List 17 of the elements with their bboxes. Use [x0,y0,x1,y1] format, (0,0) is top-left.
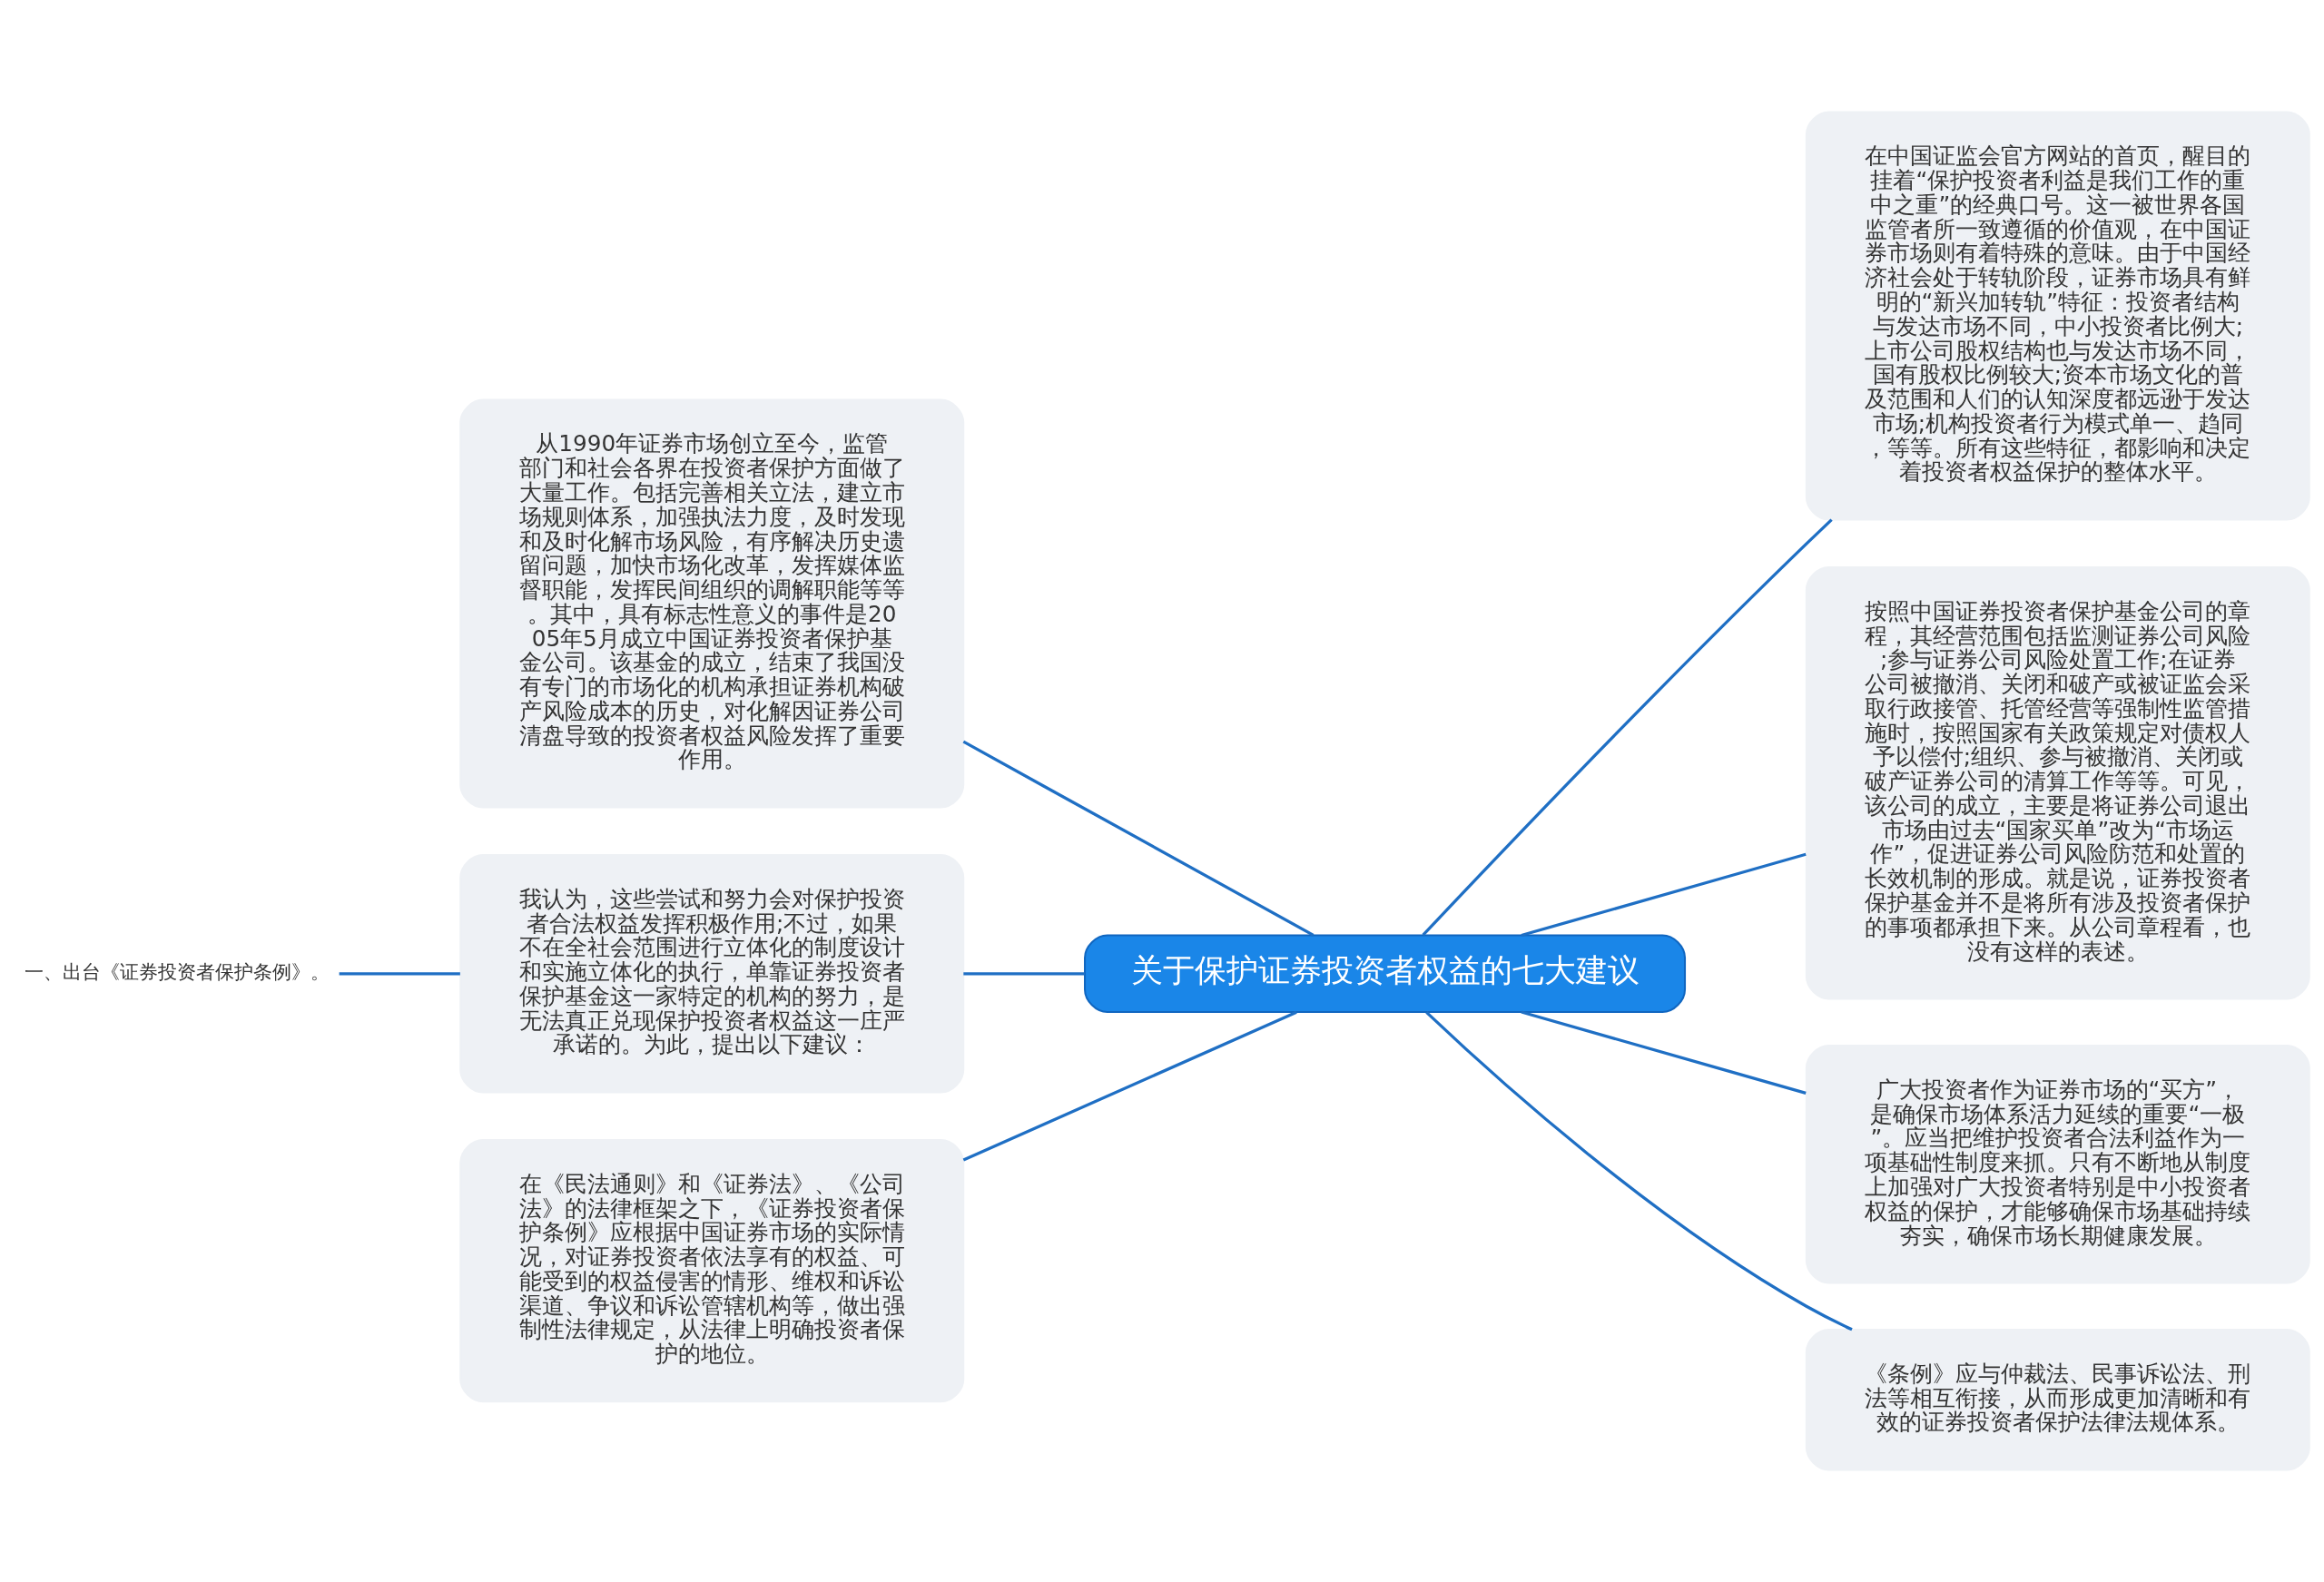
node-box: 在中国证监会官方网站的首页，醒目的挂着“保护投资者利益是我们工作的重中之重”的经典口号。这一被世界各国监管者所一致遵循的价值观，在中国证券市场则有着特殊的意味。由于中国经济社会处于转轨阶段，证券市场具有鲜明的“新兴加转轨”特征：投资者结构与发达市场不同，中小投资者比例大;上市公司股权结构也与发达市场不同，国有股权比例较大;资本市场文化的普及范围和人们的认知深度都远逊于发达市场;机构投资者行为模式单一、趋同，等等。所有这些特征，都影响和决定着投资者权益保护的整体水平。 [1805,111,2310,521]
node-box: 《条例》应与仲裁法、民事诉讼法、刑法等相互衔接，从而形成更加清晰和有效的证券投资者保护法律法规体系。 [1805,1329,2310,1471]
connector [1520,1010,1807,1095]
node-box: 从1990年证券市场创立至今，监管部门和社会各界在投资者保护方面做了大量工作。包括完善相关立法，建立市场规则体系，加强执法力度，及时发现和及时化解市场风险，有序解决历史遗留问题，加快市场化改革，发挥媒体监督职能，发挥民间组织的调解职能等等。其中，具有标志性意义的事件是2005年5月成立中国证券投资者保护基金公司。该基金的成立，结束了我国没有专门的市场化的机构承担证券机构破产风险成本的历史，对化解因证券公司清盘导致的投资者权益风险发挥了重要作用。 [458,398,964,809]
connector [962,1010,1297,1162]
connector [962,740,1315,937]
node-box: 按照中国证券投资者保护基金公司的章程，其经营范围包括监测证券公司风险;参与证券公司风险处置工作;在证券公司被撤消、关闭和破产或被证监会采取行政接管、托管经营等强制性监管措施时，按照国家有关政策规定对债权人予以偿付;组织、参与被撤消、关闭或破产证券公司的清算工作等等。可见，该公司的成立，主要是将证券公司退出市场由过去“国家买单”改为“市场运作”，促进证券公司风险防范和处置的长效机制的形成。就是说，证券投资者保护基金并不是将所有涉及投资者保护的事项都承担下来。从公司章程看，也没有这样的表述。 [1805,565,2310,1000]
node-box: 关于保护证券投资者权益的七大建议 [1083,934,1686,1013]
connector [1421,518,1833,937]
node-text: 一、出台《证券投资者保护条例》。 [24,960,330,983]
connector [339,972,460,976]
node-box: 在《民法通则》和《证券法》、《公司法》的法律框架之下，《证券投资者保护条例》应根据中国证券市场的实际情况，对证券投资者依法享有的权益、可能受到的权益侵害的情形、维权和诉讼渠道、争议和诉讼管辖机构等，做出强制性法律规定，从法律上明确投资者保护的地位。 [458,1139,964,1403]
node-box: 我认为，这些尝试和努力会对保护投资者合法权益发挥积极作用;不过，如果不在全社会范围进行立体化的制度设计和实施立体化的执行，单靠证券投资者保护基金这一家特定的机构的努力，是无法真正兑现保护投资者权益这一庄严承诺的。为此，提出以下建议： [458,854,964,1094]
connector [962,972,1085,976]
connector [1520,852,1807,938]
node-box: 广大投资者作为证券市场的“买方”，是确保市场体系活力延续的重要“一极”。应当把维护投资者合法利益作为一项基础性制度来抓。只有不断地从制度上加强对广大投资者特别是中小投资者权益的保护，才能够确保市场基础持续夯实，确保市场长期健康发展。 [1805,1045,2310,1284]
connector [1424,1011,1853,1331]
